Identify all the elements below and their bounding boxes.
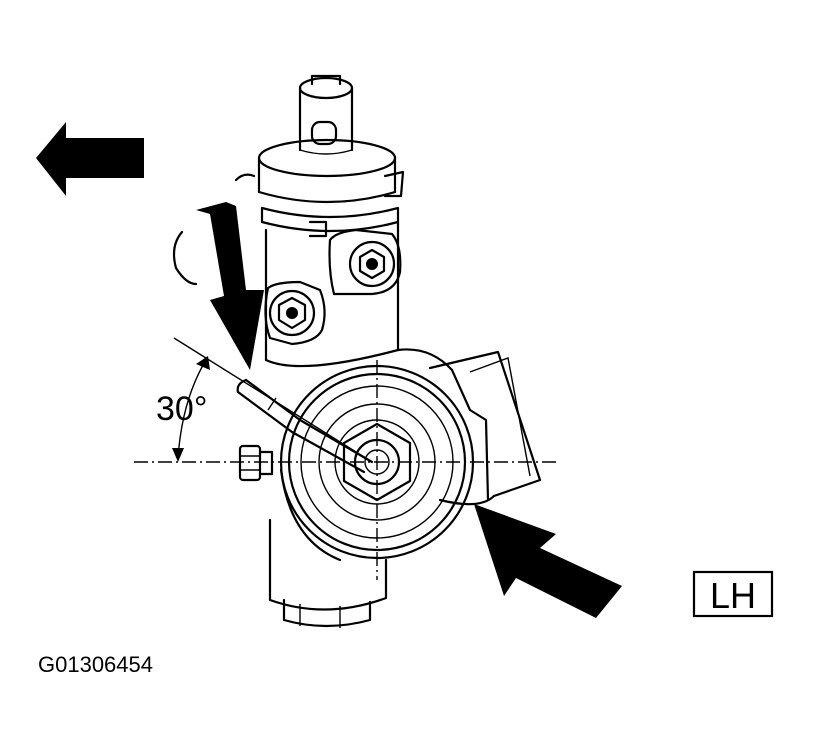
pointer-arrow-lower (474, 504, 622, 618)
measuring-tool-rod (236, 378, 374, 474)
side-label: LH (710, 575, 756, 616)
angle-indicator (172, 356, 210, 462)
figure-id: G01306454 (38, 652, 153, 677)
direction-arrow-left (36, 122, 144, 196)
side-label-box: LH (692, 570, 774, 618)
lower-mount-boss (264, 280, 326, 346)
side-bolt (238, 444, 274, 482)
pointer-arrow-upper (196, 202, 264, 370)
upper-mount-boss (328, 228, 402, 296)
input-shaft (298, 74, 354, 155)
angle-label: 30° (156, 390, 207, 428)
gear-housing (264, 348, 542, 628)
